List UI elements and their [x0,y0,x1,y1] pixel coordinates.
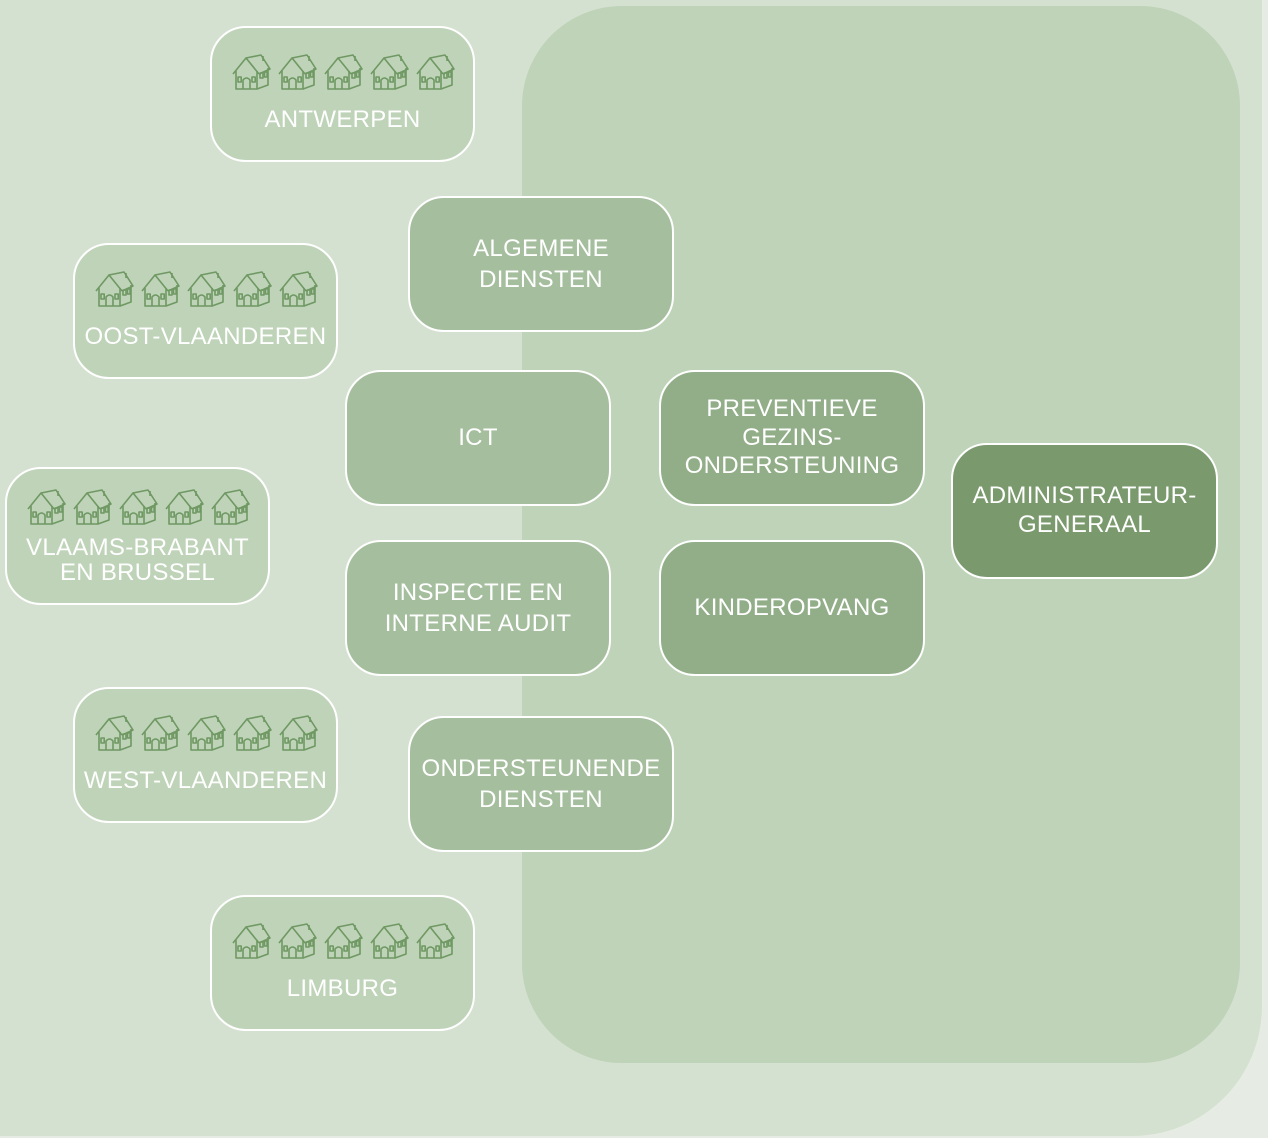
province-oost-vlaanderen: OOST-VLAANDEREN [73,243,338,379]
house-icons [93,713,319,753]
province-label: LIMBURG [286,975,399,1003]
house-icons [230,921,456,961]
province-limburg: LIMBURG [210,895,475,1031]
house-icon [231,54,271,91]
house-icon [94,715,134,752]
kinderopvang-box: KINDEROPVANG [659,540,925,676]
house-icon [140,271,180,308]
house-icon [72,489,112,525]
algemene-diensten-box: ALGEMENE DIENSTEN [408,196,674,332]
house-icon [323,923,363,960]
house-icon [415,54,455,91]
house-icon [369,923,409,960]
house-icon [164,489,204,525]
province-west-vlaanderen: WEST-VLAANDEREN [73,687,338,823]
preventieve-gezinsondersteuning-box: PREVENTIEVE GEZINS- ONDERSTEUNING [659,370,925,506]
house-icon [277,54,317,91]
ict-box: ICT [345,370,611,506]
preventieve-label: PREVENTIEVE GEZINS- ONDERSTEUNING [684,394,900,480]
algemene-diensten-label: ALGEMENE DIENSTEN [473,234,609,293]
house-icon [232,271,272,308]
province-label: VLAAMS-BRABANT EN BRUSSEL [26,533,249,586]
house-icon [231,923,271,960]
house-icon [369,54,409,91]
province-label: WEST-VLAANDEREN [83,767,328,795]
province-label: ANTWERPEN [264,106,421,134]
house-icon [232,715,272,752]
house-icon [323,54,363,91]
ondersteunende-diensten-label: ONDERSTEUNENDE DIENSTEN [421,754,661,813]
house-icon [94,271,134,308]
administrateur-generaal-label: ADMINISTRATEUR- GENERAAL [972,482,1197,538]
house-icon [186,271,226,308]
province-label: OOST-VLAANDEREN [84,323,327,351]
house-icon [278,715,318,752]
house-icon [26,489,66,525]
inspectie-box: INSPECTIE EN INTERNE AUDIT [345,540,611,676]
house-icon [118,489,158,525]
house-icon [210,489,250,525]
house-icon [415,923,455,960]
province-antwerpen: ANTWERPEN [210,26,475,162]
house-icons [230,52,456,92]
house-icon [186,715,226,752]
house-icon [140,715,180,752]
house-icon [278,271,318,308]
province-vlaams-brabant: VLAAMS-BRABANT EN BRUSSEL [5,467,270,605]
house-icons [93,269,319,309]
ondersteunende-diensten-box: ONDERSTEUNENDE DIENSTEN [408,716,674,852]
inspectie-label: INSPECTIE EN INTERNE AUDIT [384,578,572,637]
kinderopvang-label: KINDEROPVANG [694,594,890,622]
ict-label: ICT [458,424,498,452]
house-icon [277,923,317,960]
administrateur-generaal-box: ADMINISTRATEUR- GENERAAL [951,443,1218,579]
house-icons [25,487,251,527]
